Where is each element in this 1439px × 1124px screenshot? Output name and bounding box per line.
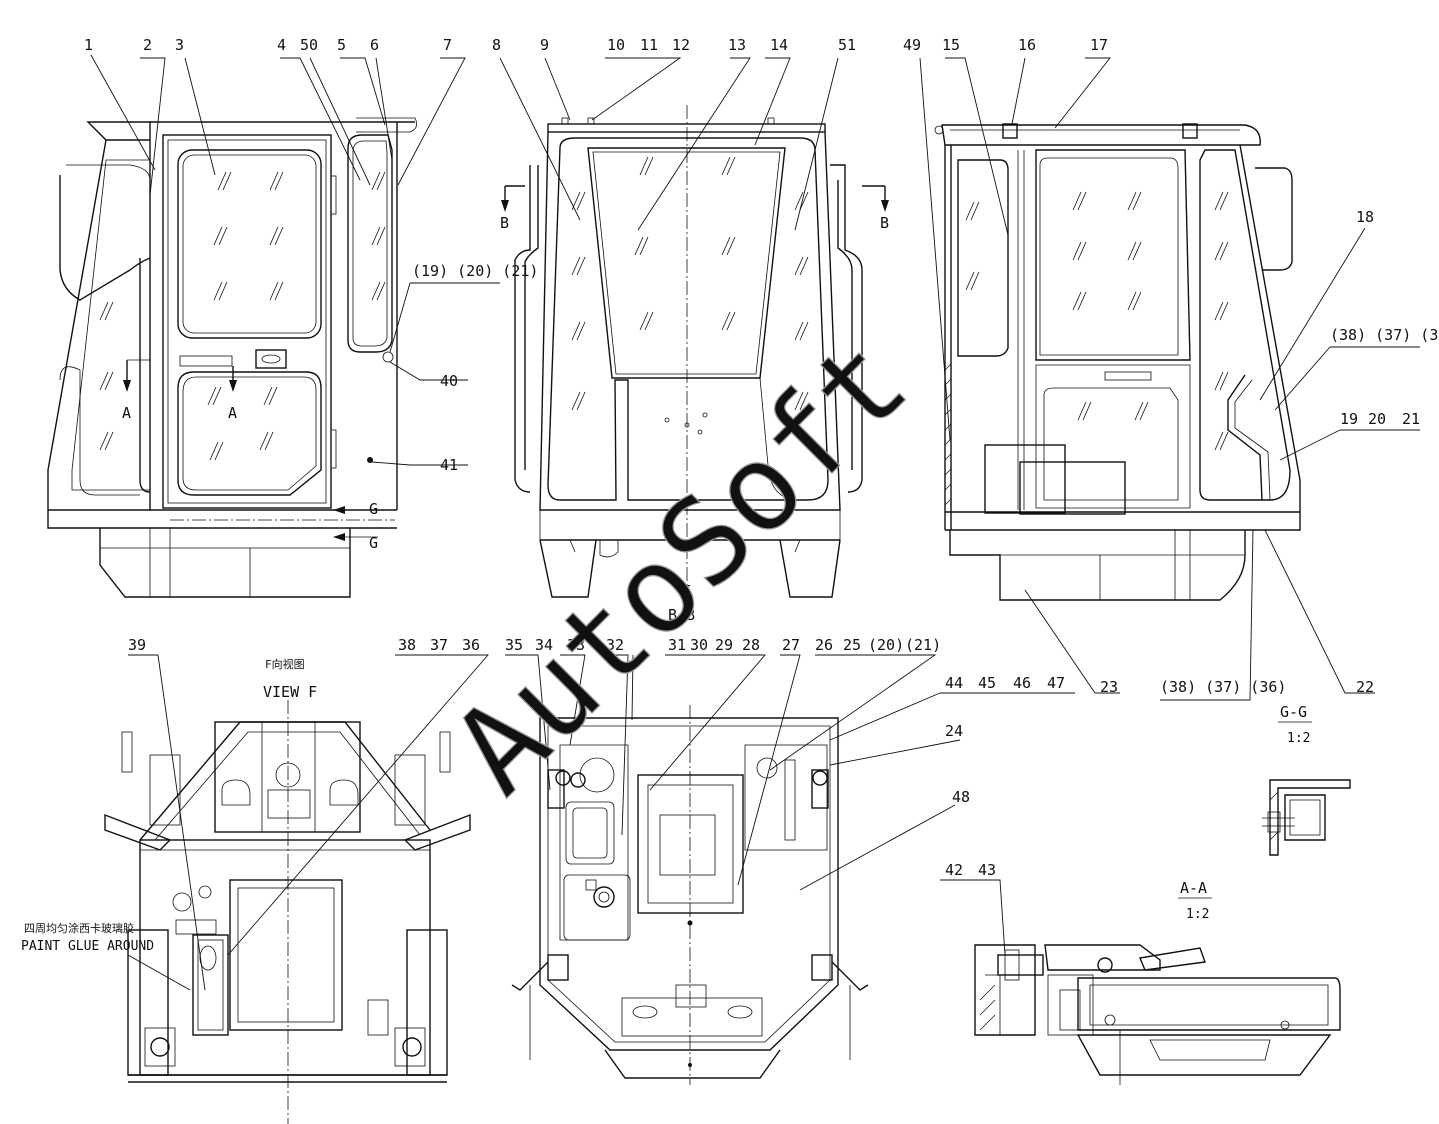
label-48: 48 xyxy=(952,788,970,806)
label-24: 24 xyxy=(945,722,963,740)
label-17: 17 xyxy=(1090,36,1108,54)
label-33: 33 xyxy=(567,636,585,654)
detail-g-g-title: G-G xyxy=(1280,703,1307,721)
section-b-b-labels: 35 34 33 32 31 30 29 28 27 26 25 (20) (2… xyxy=(505,636,1065,806)
section-letter-b-left: B xyxy=(500,214,509,232)
section-letter-g-2: G xyxy=(369,534,378,552)
label-9: 9 xyxy=(540,36,549,54)
label-47: 47 xyxy=(1047,674,1065,692)
section-letter-a-2: A xyxy=(228,404,237,422)
label-3: 3 xyxy=(175,36,184,54)
section-title-b-b: B-B xyxy=(668,606,695,624)
section-letter-g-1: G xyxy=(369,500,378,518)
label-38: 38 xyxy=(398,636,416,654)
label-26: 26 xyxy=(815,636,833,654)
section-letter-f: F xyxy=(682,582,691,600)
section-a-a-title: A-A xyxy=(1180,879,1207,897)
section-a-a-scale: 1:2 xyxy=(1186,907,1209,922)
left-view-labels: 1 2 3 4 50 5 6 7 (19) (20) (21) 40 41 A … xyxy=(84,36,538,552)
label-14: 14 xyxy=(770,36,788,54)
label-31: 31 xyxy=(668,636,686,654)
label-7: 7 xyxy=(443,36,452,54)
label-6: 6 xyxy=(370,36,379,54)
label-42: 42 xyxy=(945,861,963,879)
label-1: 1 xyxy=(84,36,93,54)
label-39: 39 xyxy=(128,636,146,654)
view-f-title-en: VIEW F xyxy=(263,683,317,701)
label-21: 21 xyxy=(1402,410,1420,428)
right-side-view xyxy=(919,57,1420,701)
label-28: 28 xyxy=(742,636,760,654)
label-37: 37 xyxy=(430,636,448,654)
label-12: 12 xyxy=(672,36,690,54)
label-21-paren: (21) xyxy=(905,636,941,654)
view-f-title-cn: F向视图 xyxy=(265,657,305,671)
label-46: 46 xyxy=(1013,674,1031,692)
label-18: 18 xyxy=(1356,208,1374,226)
label-32: 32 xyxy=(606,636,624,654)
label-49: 49 xyxy=(903,36,921,54)
detail-g-g-labels: G-G 1:2 xyxy=(1280,703,1310,746)
label-36: 36 xyxy=(462,636,480,654)
watermark-text: AutoSoft xyxy=(427,314,934,821)
label-45: 45 xyxy=(978,674,996,692)
front-view-labels: 8 9 10 11 12 13 14 51 B B F B-B xyxy=(492,36,889,624)
left-side-view xyxy=(47,54,500,598)
section-a-a xyxy=(940,879,1341,1085)
section-a-a-labels: A-A 1:2 42 43 xyxy=(945,861,1209,922)
view-f-labels: 39 F向视图 VIEW F 38 37 36 四周均匀涂西卡玻璃胶 PAINT… xyxy=(21,636,480,954)
label-16: 16 xyxy=(1018,36,1036,54)
label-25: 25 xyxy=(843,636,861,654)
label-40: 40 xyxy=(440,372,458,390)
label-50: 50 xyxy=(300,36,318,54)
label-43: 43 xyxy=(978,861,996,879)
label-20: 20 xyxy=(1368,410,1386,428)
glue-note-en: PAINT GLUE AROUND xyxy=(21,939,154,954)
label-15: 15 xyxy=(942,36,960,54)
label-23: 23 xyxy=(1100,678,1118,696)
group-38-37-36-bottom: (38) (37) (36) xyxy=(1160,678,1286,696)
label-30: 30 xyxy=(690,636,708,654)
group-38-37-36-top: (38) (37) (36) xyxy=(1330,326,1439,344)
label-11: 11 xyxy=(640,36,658,54)
label-22: 22 xyxy=(1356,678,1374,696)
detail-g-g xyxy=(1262,721,1351,856)
label-44: 44 xyxy=(945,674,963,692)
glue-note-cn: 四周均匀涂西卡玻璃胶 xyxy=(24,921,134,935)
label-51: 51 xyxy=(838,36,856,54)
label-34: 34 xyxy=(535,636,553,654)
label-2: 2 xyxy=(143,36,152,54)
label-41: 41 xyxy=(440,456,458,474)
label-29: 29 xyxy=(715,636,733,654)
label-19: 19 xyxy=(1340,410,1358,428)
section-letter-a-1: A xyxy=(122,404,131,422)
section-b-b xyxy=(505,654,1075,1085)
label-35: 35 xyxy=(505,636,523,654)
label-20-paren: (20) xyxy=(868,636,904,654)
bracket-label-19-20-21: (19) (20) (21) xyxy=(412,262,538,280)
label-4: 4 xyxy=(277,36,286,54)
section-letter-b-right: B xyxy=(880,214,889,232)
label-27: 27 xyxy=(782,636,800,654)
detail-g-g-scale: 1:2 xyxy=(1287,731,1310,746)
right-view-labels: 49 15 16 17 18 (38) (37) (36) 19 20 21 2… xyxy=(903,36,1439,696)
label-13: 13 xyxy=(728,36,746,54)
label-5: 5 xyxy=(337,36,346,54)
label-10: 10 xyxy=(607,36,625,54)
label-8: 8 xyxy=(492,36,501,54)
view-f xyxy=(104,654,489,1124)
front-view xyxy=(499,57,889,610)
